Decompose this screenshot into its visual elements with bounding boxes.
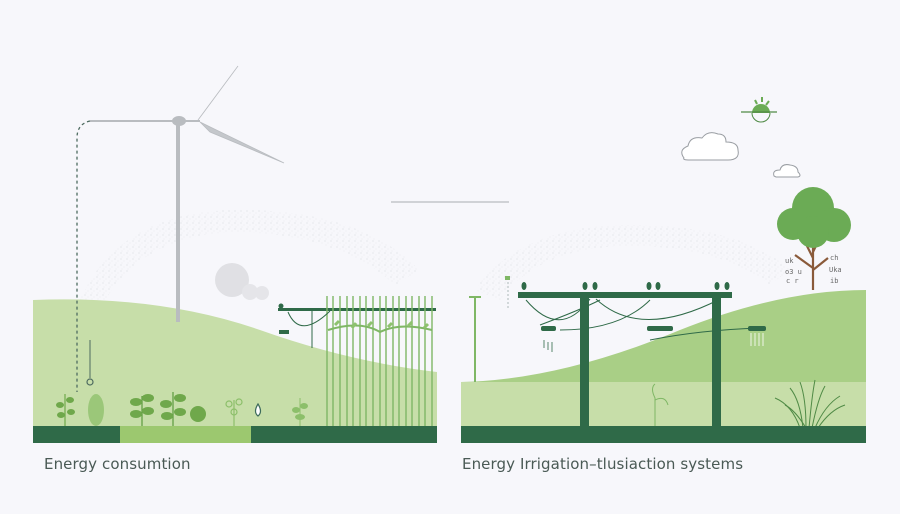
cloud-large [681, 132, 739, 161]
plant-7 [292, 398, 308, 426]
cloud-small [773, 164, 801, 178]
tree-canopy [777, 187, 851, 248]
transformer-1 [541, 326, 556, 331]
pole-2 [712, 298, 721, 428]
wind-turbine [90, 65, 285, 322]
sun-icon [741, 97, 777, 123]
drip-valve [86, 378, 94, 386]
wires [525, 298, 761, 341]
mist-arc-left [80, 210, 420, 310]
plant-5 [190, 406, 206, 422]
ground-strip-right [461, 426, 866, 443]
hill-left [33, 299, 437, 430]
plant-3 [130, 394, 154, 426]
tree-label-6: ib [830, 277, 838, 285]
power-line-poles [518, 282, 766, 428]
pole-1 [580, 298, 589, 428]
tree-label-2: o3 u [785, 268, 802, 276]
left-panel [33, 65, 437, 443]
ground-strip-left-c [251, 426, 437, 443]
seedling [652, 383, 669, 428]
plant-4 [160, 392, 186, 426]
insulators [521, 282, 730, 290]
fence-bars [326, 296, 433, 428]
crossbar [518, 292, 732, 298]
smoke-cloud [215, 263, 269, 300]
turbine-blade-up [197, 65, 239, 121]
caption-energy-consumption: Energy consumtion [44, 455, 191, 473]
hill-right [461, 290, 866, 382]
plant-1 [56, 394, 75, 426]
turbine-blade-down [199, 121, 285, 164]
fence-trellis [278, 296, 436, 428]
tree-label-1: uk [785, 257, 794, 265]
vine-leaves [327, 324, 433, 334]
tree-label-4: ch [830, 254, 838, 262]
sprinkler-wire [287, 310, 331, 327]
small-sign [505, 276, 510, 280]
irrigation-pipe-dashed [76, 120, 91, 392]
plant-2 [88, 394, 104, 426]
grass-tuft [774, 379, 846, 429]
mist-arc-right [475, 225, 790, 300]
tree-labels: uk o3 u c r ch Uka ib [785, 254, 842, 285]
turbine-tower [176, 120, 180, 322]
water-drop-icon [254, 402, 262, 417]
crop-plants [56, 392, 308, 426]
caption-energy-irrigation: Energy Irrigation–tlusiaction systems [462, 455, 744, 473]
plant-6 [225, 398, 243, 426]
lamp-post [469, 296, 481, 382]
transformer-3 [748, 326, 766, 331]
tree-label-5: Uka [829, 266, 842, 274]
tree-label-3: c r [786, 277, 799, 285]
ground-strip-left-b [120, 426, 251, 443]
right-panel: uk o3 u c r ch Uka ib [461, 97, 866, 443]
tree: uk o3 u c r ch Uka ib [777, 187, 851, 290]
ground-strip-left-a [33, 426, 120, 443]
transformer-2 [647, 326, 673, 331]
